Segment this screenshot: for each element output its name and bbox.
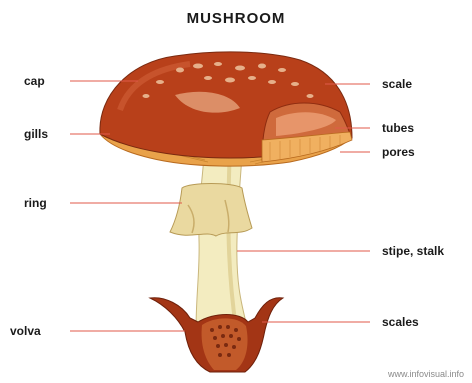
label-volva: volva: [10, 324, 41, 338]
label-scales: scales: [382, 315, 419, 329]
label-scale: scale: [382, 77, 412, 91]
label-pores: pores: [382, 145, 415, 159]
label-ring: ring: [24, 196, 47, 210]
ring-shape: [170, 184, 252, 237]
label-cap: cap: [24, 74, 45, 88]
source-credit: www.infovisual.info: [388, 369, 464, 379]
label-gills: gills: [24, 127, 48, 141]
label-stipe-stalk: stipe, stalk: [382, 244, 444, 258]
stipe-shape: [196, 140, 248, 330]
label-tubes: tubes: [382, 121, 414, 135]
